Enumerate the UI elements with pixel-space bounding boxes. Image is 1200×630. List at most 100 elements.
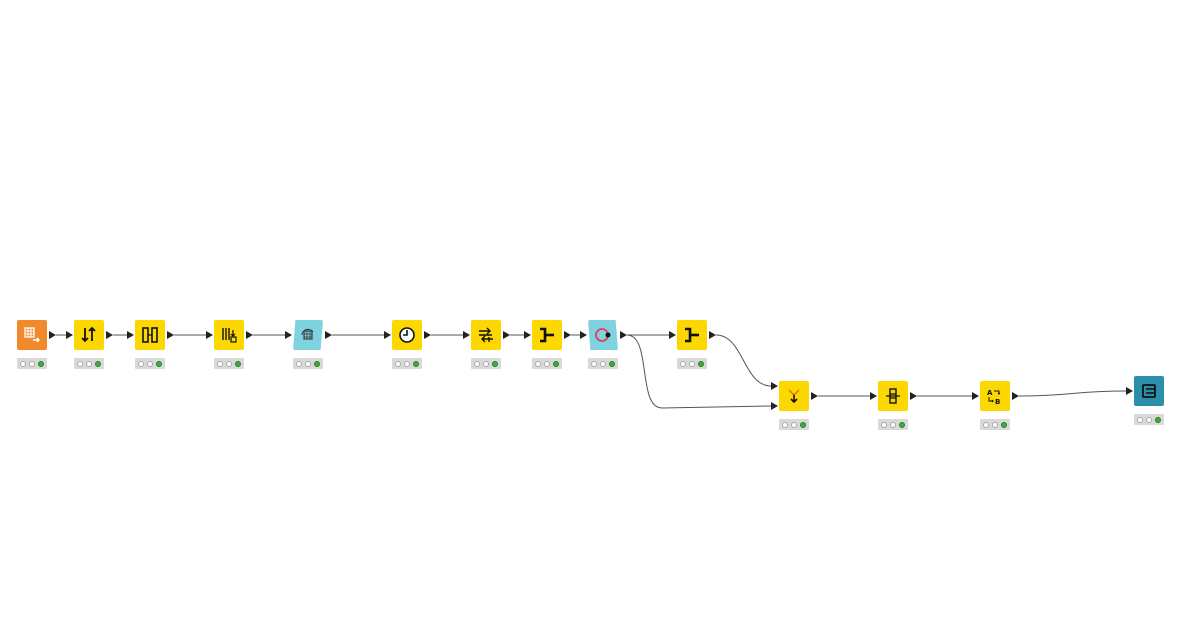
status-light: [535, 360, 542, 367]
status-light: [591, 360, 598, 367]
status-light: [77, 360, 84, 367]
input-port[interactable]: [66, 331, 73, 339]
pivot-icon: [884, 387, 902, 405]
input-port[interactable]: [771, 402, 778, 410]
executed-light: [94, 360, 101, 367]
output-port[interactable]: [167, 331, 174, 339]
executed-light: [155, 360, 162, 367]
executed-light: [552, 360, 559, 367]
output-port[interactable]: [246, 331, 253, 339]
node-n2[interactable]: [74, 320, 104, 350]
status-light: [146, 360, 153, 367]
node-n3[interactable]: [135, 320, 165, 350]
status-light: [881, 421, 888, 428]
status-light: [296, 360, 303, 367]
node-status-lights: [532, 358, 562, 369]
date-time-icon: [398, 326, 416, 344]
loop-start-icon: [299, 326, 317, 344]
node-n12[interactable]: [878, 381, 908, 411]
status-light: [1137, 416, 1144, 423]
executed-light: [608, 360, 615, 367]
executed-light: [1000, 421, 1007, 428]
status-light: [403, 360, 410, 367]
executed-light: [313, 360, 320, 367]
node-n10[interactable]: [677, 320, 707, 350]
concatenate-icon: [785, 387, 803, 405]
input-port[interactable]: [669, 331, 676, 339]
executed-light: [37, 360, 44, 367]
status-light: [482, 360, 489, 367]
output-port[interactable]: [709, 331, 716, 339]
output-port[interactable]: [811, 392, 818, 400]
status-light: [680, 360, 687, 367]
node-n9[interactable]: [588, 320, 618, 350]
status-light: [599, 360, 606, 367]
executed-light: [898, 421, 905, 428]
input-port[interactable]: [524, 331, 531, 339]
node-n8[interactable]: [532, 320, 562, 350]
output-port[interactable]: [620, 331, 627, 339]
node-n14[interactable]: [1134, 376, 1164, 406]
status-light: [983, 421, 990, 428]
svg-text:A: A: [987, 389, 993, 397]
connection-n10-n11[interactable]: [715, 334, 772, 387]
status-light: [138, 360, 145, 367]
column-filter-icon: [141, 326, 159, 344]
node-n1[interactable]: [17, 320, 47, 350]
status-light: [474, 360, 481, 367]
output-port[interactable]: [49, 331, 56, 339]
input-port[interactable]: [1126, 387, 1133, 395]
status-light: [28, 360, 35, 367]
status-light: [1145, 416, 1152, 423]
loop-end-icon: [594, 326, 612, 344]
output-port[interactable]: [1012, 392, 1019, 400]
status-light: [85, 360, 92, 367]
status-light: [225, 360, 232, 367]
output-port[interactable]: [106, 331, 113, 339]
node-status-lights: [878, 419, 908, 430]
output-port[interactable]: [325, 331, 332, 339]
joiner-icon: [538, 326, 556, 344]
output-port[interactable]: [564, 331, 571, 339]
node-status-lights: [293, 358, 323, 369]
table-creator-icon: [23, 326, 41, 344]
input-port[interactable]: [771, 382, 778, 390]
node-n5[interactable]: [293, 320, 323, 350]
input-port[interactable]: [580, 331, 587, 339]
node-status-lights: [74, 358, 104, 369]
connection-n13-n14[interactable]: [1018, 390, 1127, 397]
executed-light: [697, 360, 704, 367]
node-n7[interactable]: [471, 320, 501, 350]
input-port[interactable]: [127, 331, 134, 339]
status-light: [688, 360, 695, 367]
status-light: [889, 421, 896, 428]
status-light: [395, 360, 402, 367]
output-port[interactable]: [910, 392, 917, 400]
column-rename-icon: [220, 326, 238, 344]
node-status-lights: [392, 358, 422, 369]
input-port[interactable]: [870, 392, 877, 400]
status-light: [20, 360, 27, 367]
input-port[interactable]: [463, 331, 470, 339]
output-port[interactable]: [424, 331, 431, 339]
node-status-lights: [135, 358, 165, 369]
node-status-lights: [980, 419, 1010, 430]
input-port[interactable]: [384, 331, 391, 339]
sorter-icon: [80, 326, 98, 344]
connection-n9-n11[interactable]: [626, 334, 772, 409]
status-light: [543, 360, 550, 367]
node-n6[interactable]: [392, 320, 422, 350]
status-light: [217, 360, 224, 367]
input-port[interactable]: [285, 331, 292, 339]
output-port[interactable]: [503, 331, 510, 339]
node-status-lights: [677, 358, 707, 369]
input-port[interactable]: [972, 392, 979, 400]
node-n11[interactable]: [779, 381, 809, 411]
input-port[interactable]: [206, 331, 213, 339]
node-n4[interactable]: [214, 320, 244, 350]
status-light: [790, 421, 797, 428]
executed-light: [491, 360, 498, 367]
